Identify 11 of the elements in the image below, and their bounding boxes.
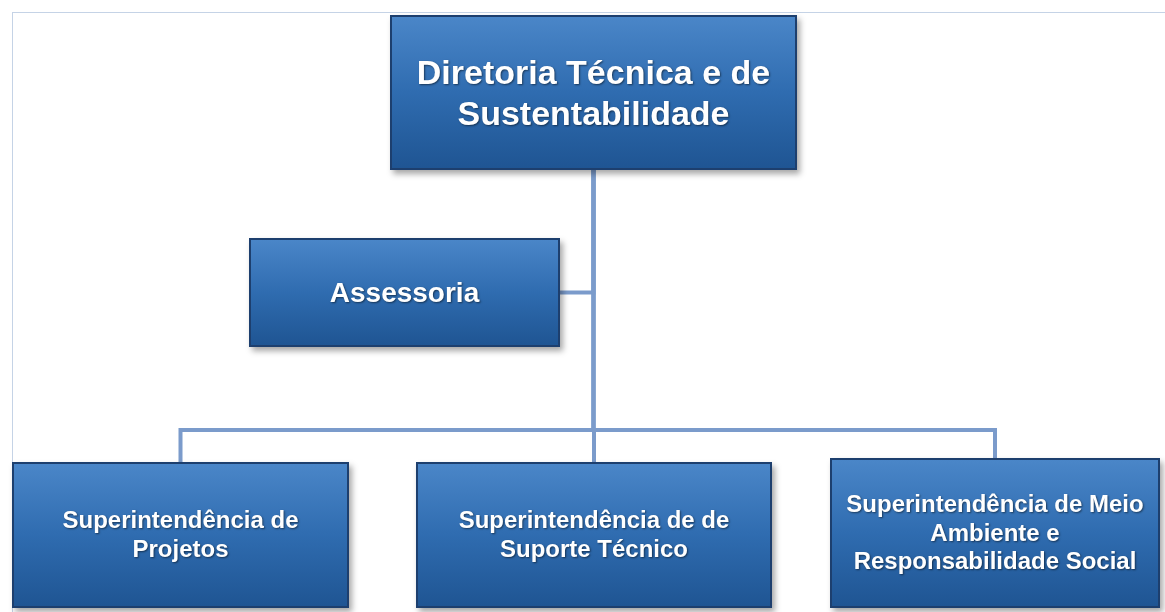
org-box: [249, 238, 560, 347]
box-title: Superintendência de Meio Ambiente e Responsabilidade Social: [845, 489, 1145, 577]
org-box: [830, 458, 1160, 608]
box-title: Diretoria Técnica e de Sustentabilidade: [415, 51, 772, 134]
box-title: Superintendência de Projetos: [61, 506, 300, 564]
connector-line: [591, 170, 997, 458]
org-box: [390, 15, 797, 170]
box-title: Assessoria: [329, 275, 480, 310]
box-title: Superintendência de de Suporte Técnico: [457, 506, 731, 564]
org-box: [416, 462, 772, 608]
org-box: [12, 462, 349, 608]
